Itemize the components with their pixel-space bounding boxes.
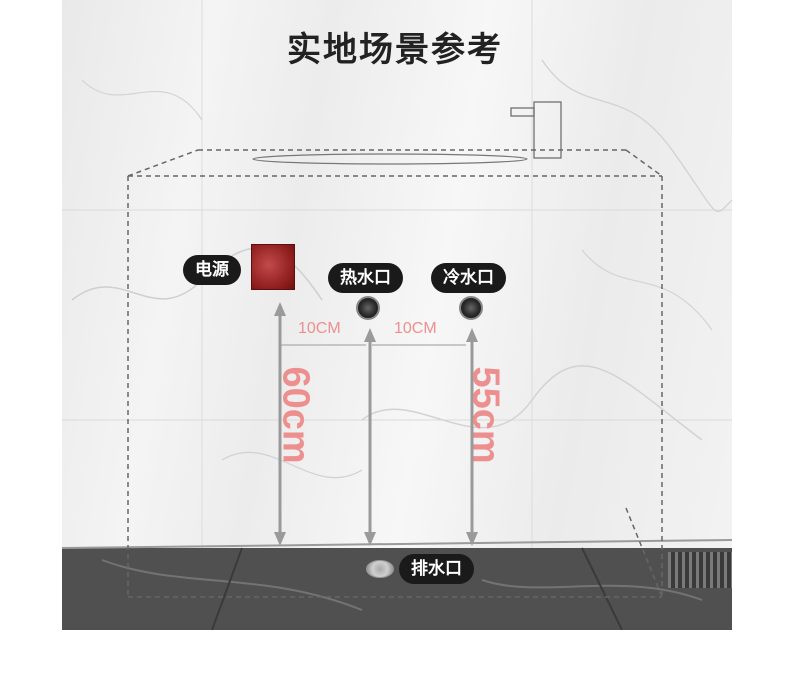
power-outlet-icon	[251, 244, 295, 290]
floor-grate-icon	[668, 552, 732, 588]
wall-tiles	[62, 0, 732, 630]
gap-right-label: 10CM	[394, 320, 437, 337]
vertical-arrows	[278, 310, 474, 540]
height-left-label: 60cm	[274, 366, 317, 464]
hot-water-pipe-icon	[356, 296, 380, 320]
cabinet-outline	[127, 149, 663, 598]
drain-label: 排水口	[399, 554, 474, 584]
cold-water-pipe-icon	[459, 296, 483, 320]
gap-left-label: 10CM	[298, 320, 341, 337]
bathroom-photo	[62, 0, 732, 630]
floor-drain-icon	[366, 560, 394, 578]
faucet-outline	[510, 101, 562, 159]
power-label: 电源	[183, 255, 241, 285]
arrow-heads	[274, 302, 478, 546]
basin-outline	[252, 153, 528, 165]
page-title: 实地场景参考	[287, 30, 503, 70]
hot-water-label: 热水口	[328, 263, 403, 293]
cold-water-label: 冷水口	[431, 263, 506, 293]
height-right-label: 55cm	[464, 366, 507, 464]
